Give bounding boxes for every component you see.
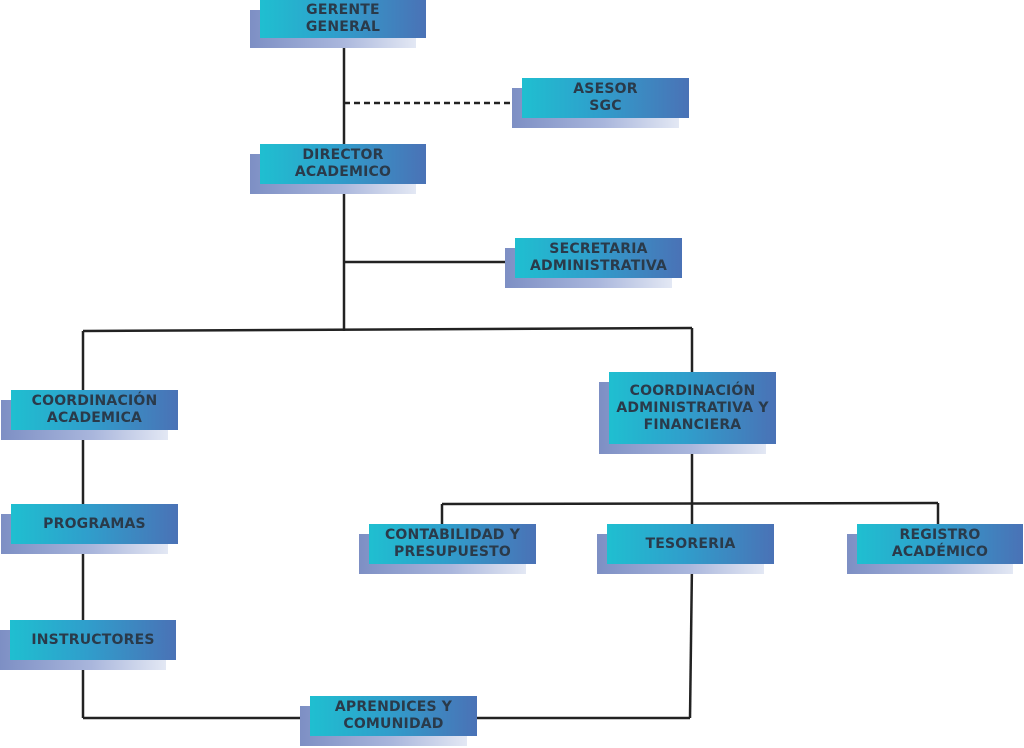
line-level2-horizontal: [82, 326, 693, 333]
node-coordinacion-administrativa: COORDINACIÓN ADMINISTRATIVA Y FINANCIERA: [599, 372, 776, 454]
line-tesoreria-down: [688, 563, 694, 719]
node-label: ASESOR SGC: [522, 78, 689, 118]
node-label: TESORERIA: [607, 524, 774, 564]
node-contabilidad-presupuesto: CONTABILIDAD Y PRESUPUESTO: [359, 524, 536, 574]
node-label: REGISTRO ACADÉMICO: [857, 524, 1023, 564]
node-aprendices-comunidad: APRENDICES Y COMUNIDAD: [300, 696, 477, 746]
node-label: COORDINACIÓN ADMINISTRATIVA Y FINANCIERA: [609, 372, 776, 444]
node-secretaria-administrativa: SECRETARIA ADMINISTRATIVA: [505, 238, 682, 288]
node-director-academico: DIRECTOR ACADEMICO: [250, 144, 426, 194]
node-tesoreria: TESORERIA: [597, 524, 774, 574]
node-label: SECRETARIA ADMINISTRATIVA: [515, 238, 682, 278]
node-asesor-sgc: ASESOR SGC: [512, 78, 689, 128]
node-label: APRENDICES Y COMUNIDAD: [310, 696, 477, 736]
node-label: INSTRUCTORES: [10, 620, 176, 660]
node-registro-academico: REGISTRO ACADÉMICO: [847, 524, 1023, 574]
node-gerente-general: GERENTE GENERAL: [250, 0, 426, 48]
node-label: GERENTE GENERAL: [260, 0, 426, 38]
node-label: CONTABILIDAD Y PRESUPUESTO: [369, 524, 536, 564]
node-coordinacion-academica: COORDINACIÓN ACADEMICA: [1, 390, 178, 440]
line-level3-horizontal: [441, 501, 939, 506]
node-programas: PROGRAMAS: [1, 504, 178, 554]
node-label: PROGRAMAS: [11, 504, 178, 544]
node-label: COORDINACIÓN ACADEMICA: [11, 390, 178, 430]
node-instructores: INSTRUCTORES: [0, 620, 176, 670]
node-label: DIRECTOR ACADEMICO: [260, 144, 426, 184]
